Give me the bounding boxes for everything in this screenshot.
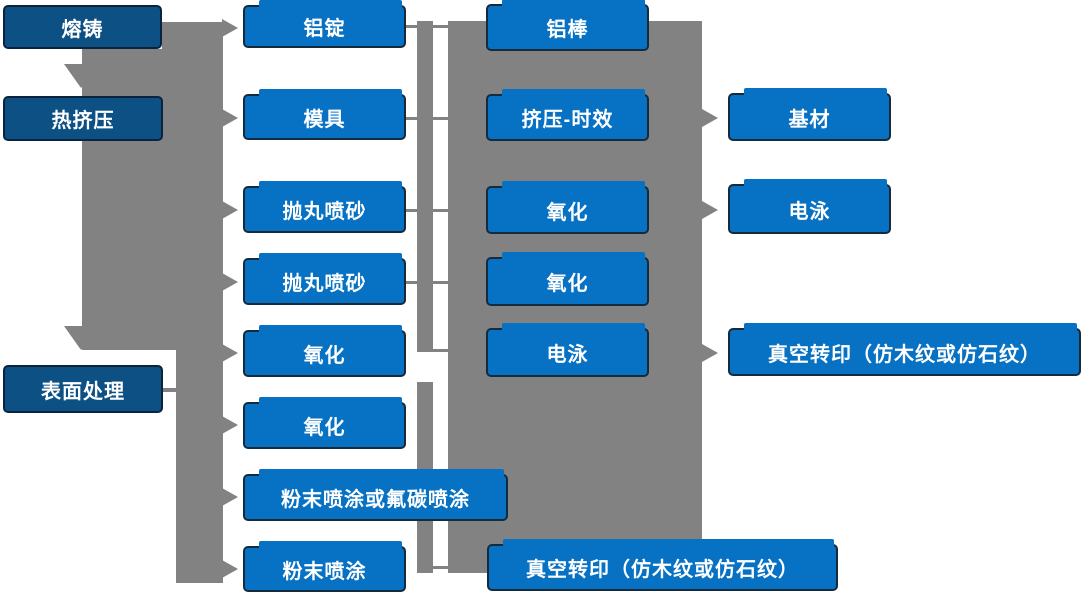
arrow-to-oxidation-2 [222, 416, 238, 434]
node-substrate: 基材 [728, 88, 891, 141]
node-oxidation-c3-2: 氧化 [486, 252, 649, 306]
connector-left-spine [176, 350, 223, 583]
arrow-to-substrate [702, 109, 718, 127]
arrow-to-vacuum-transfer [702, 344, 718, 362]
connector-melt-to-ingot [162, 22, 223, 49]
arrow-to-powder-coating [222, 560, 238, 578]
tick-row1 [406, 25, 448, 28]
connector-mid-bar-upper [417, 21, 433, 352]
tick-row2 [406, 117, 448, 120]
arrow-to-shot-blast-2 [222, 273, 238, 291]
node-mold: 模具 [243, 89, 406, 140]
arrow-to-shot-blast-1 [222, 201, 238, 219]
node-powder-or-fluorocarbon-coating: 粉末喷涂或氟碳喷涂 [243, 469, 508, 521]
node-shot-blast-sandblast-1: 抛丸喷砂 [243, 181, 406, 233]
node-shot-blast-sandblast-2: 抛丸喷砂 [243, 253, 406, 305]
node-aluminum-ingot: 铝锭 [243, 0, 406, 48]
node-vacuum-transfer-bottom: 真空转印（仿木纹或仿石纹） [487, 539, 838, 591]
connector-surface-stub [163, 388, 177, 392]
tick-row4 [406, 281, 448, 284]
node-electrophoresis-c3: 电泳 [486, 323, 649, 377]
arrow-to-oxidation-1 [222, 344, 238, 362]
arrow-to-aluminum-ingot [222, 19, 238, 37]
arrow-to-electrophoresis [702, 201, 718, 219]
node-hot-extrusion: 热挤压 [3, 96, 163, 141]
tick-row5 [433, 349, 448, 352]
node-oxidation-c2-2: 氧化 [243, 397, 406, 449]
arrow-to-powder-fluorocarbon [222, 488, 238, 506]
node-aluminum-rod: 铝棒 [486, 0, 649, 51]
node-melting-casting: 熔铸 [3, 5, 162, 49]
node-extrusion-aging: 挤压-时效 [486, 89, 649, 141]
node-oxidation-c2-1: 氧化 [243, 325, 406, 377]
node-vacuum-transfer-right: 真空转印（仿木纹或仿石纹） [728, 323, 1081, 376]
arrow-down-to-hot-extrusion [64, 64, 98, 88]
node-electrophoresis-c4: 电泳 [728, 179, 891, 234]
tick-row8 [433, 566, 448, 569]
node-powder-coating: 粉末喷涂 [243, 541, 406, 592]
node-surface-treatment: 表面处理 [3, 365, 163, 413]
arrow-down-to-surface-treatment [64, 326, 98, 350]
node-oxidation-c3-1: 氧化 [486, 181, 649, 234]
connector-left-band [82, 49, 223, 350]
arrow-to-mold [222, 109, 238, 127]
tick-row3 [406, 209, 448, 212]
